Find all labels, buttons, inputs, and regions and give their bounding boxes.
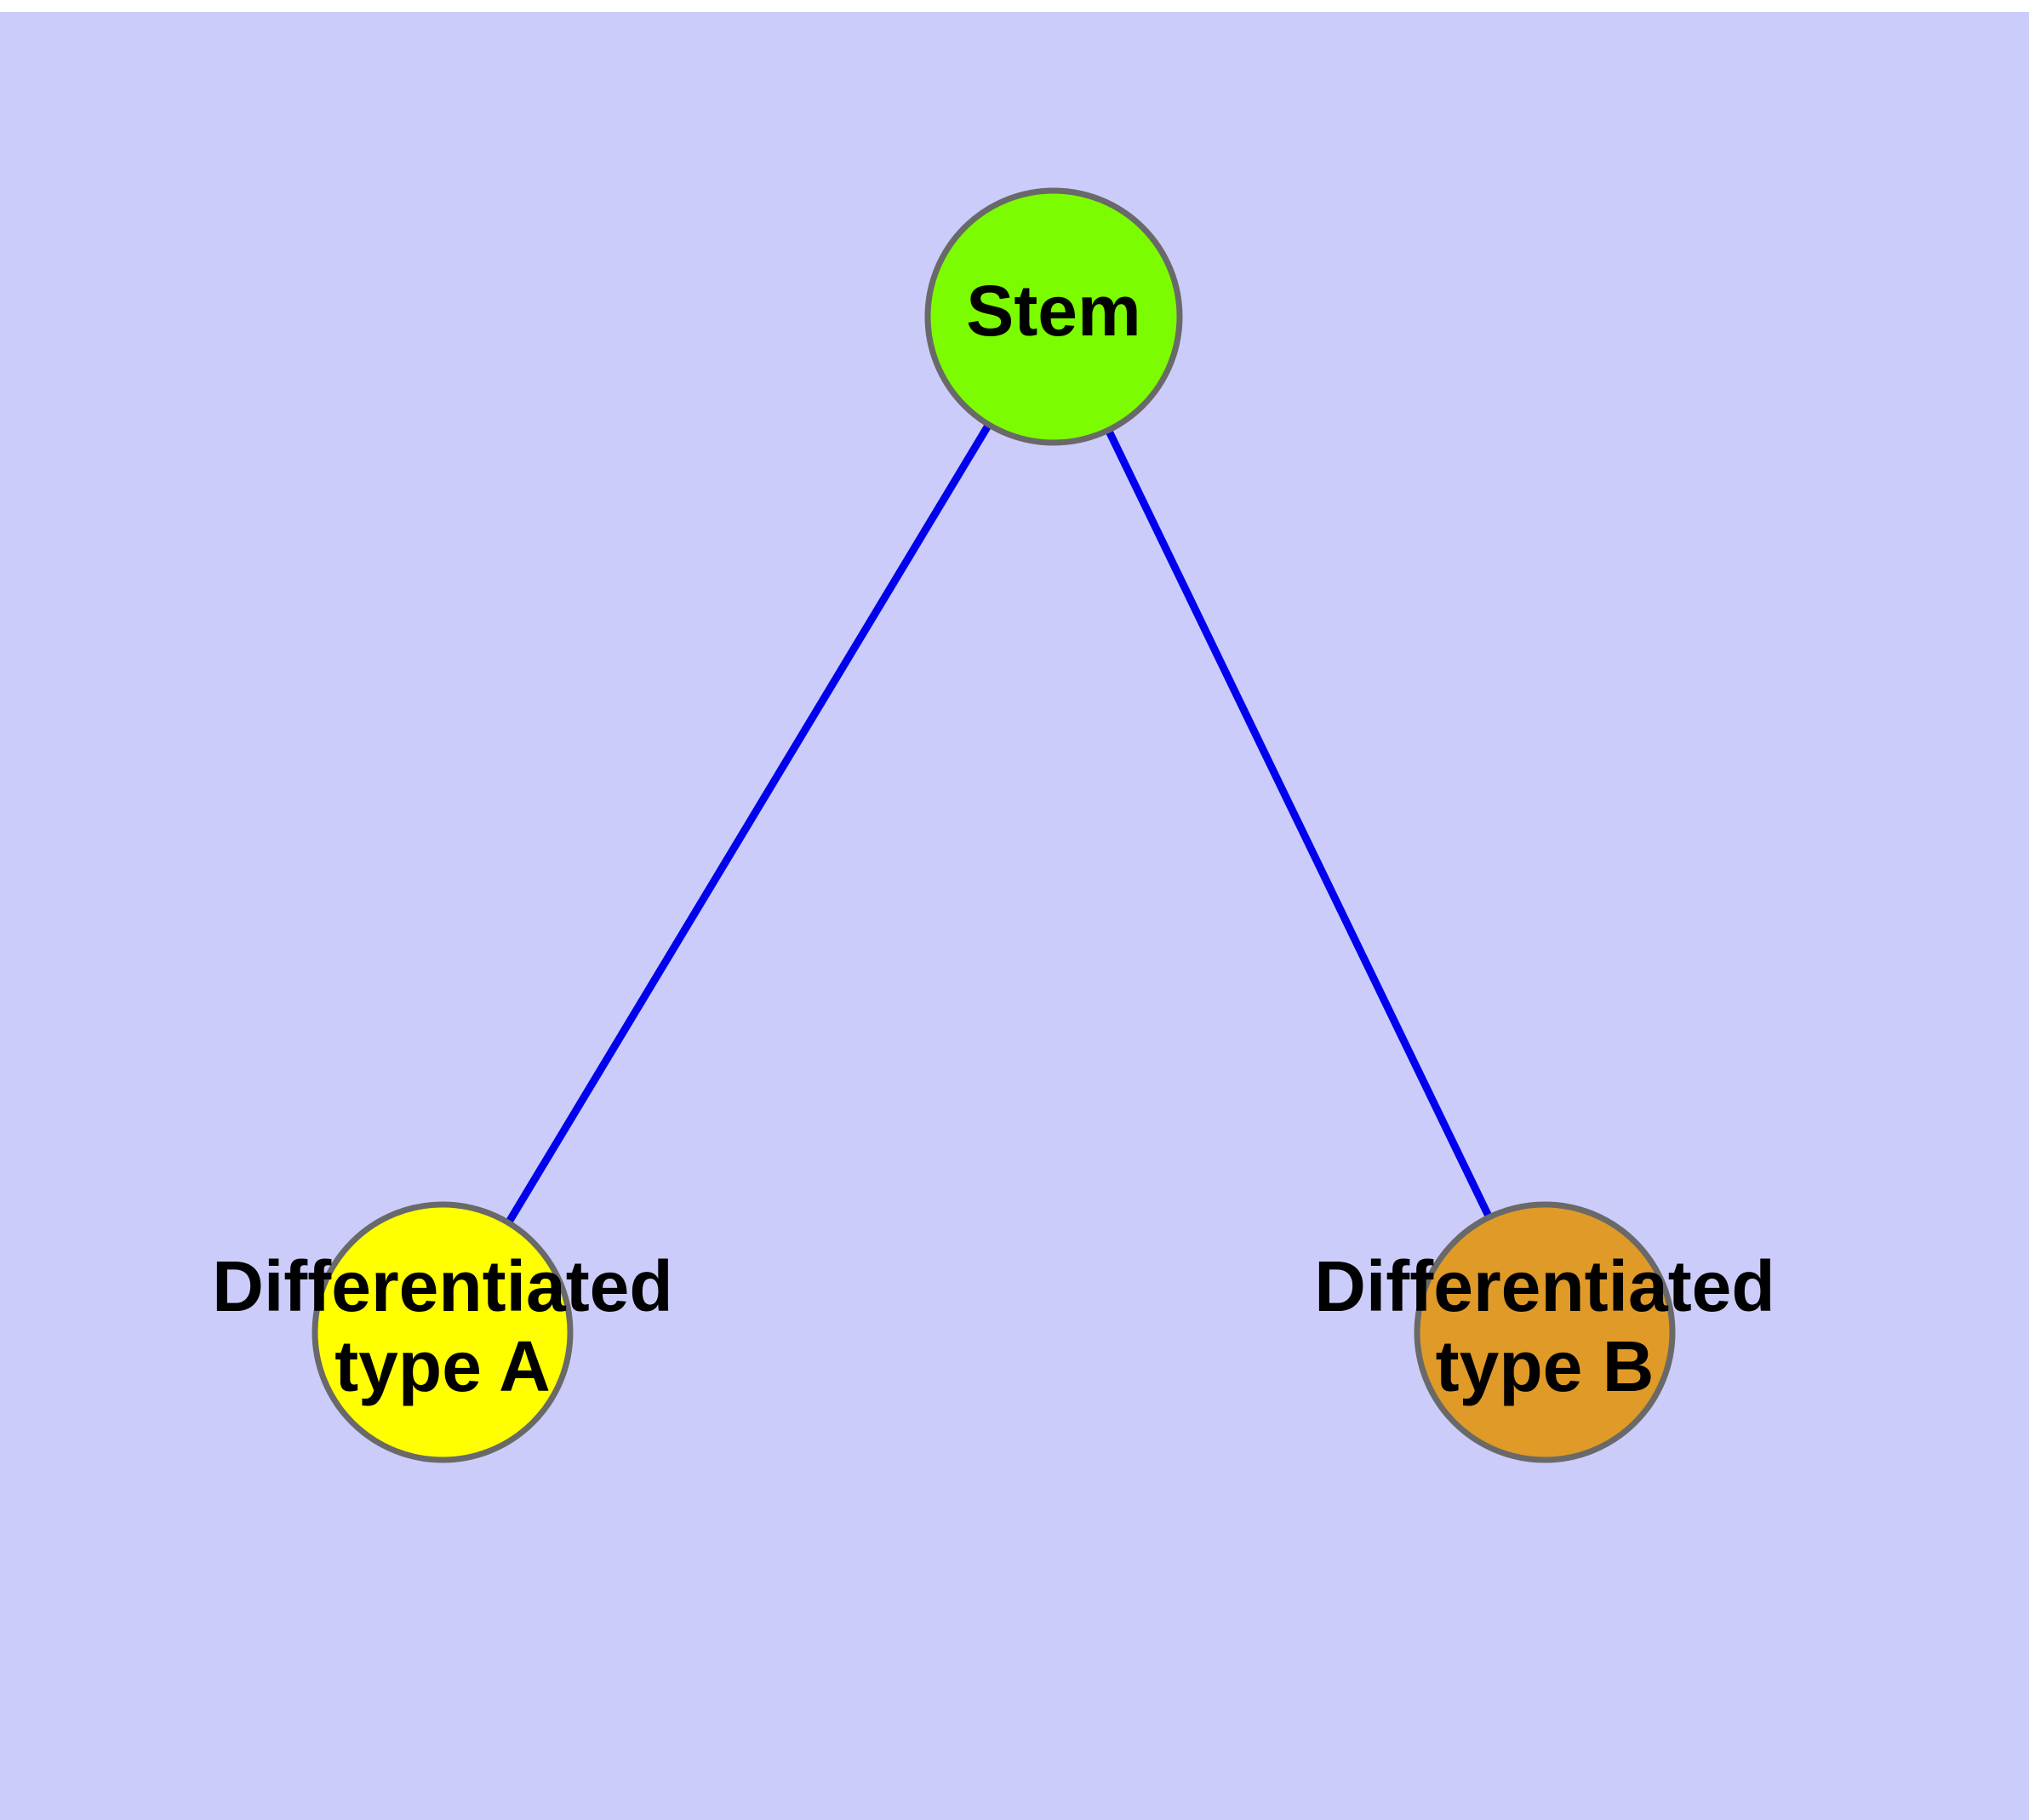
edge-layer [439, 314, 1549, 1335]
graph-node-diff_b[interactable] [1414, 1201, 1676, 1463]
graph-node-diff_a[interactable] [311, 1201, 574, 1463]
graph-edge-stem-diff_a[interactable] [439, 314, 1057, 1335]
graph-node-stem[interactable] [924, 187, 1183, 446]
graph-node-label-line: Stem [966, 271, 1140, 351]
graph-node-label-line: type A [334, 1326, 551, 1406]
graph-edge-stem-diff_b[interactable] [1049, 315, 1549, 1334]
graph-node-label-line: Differentiated [1314, 1246, 1775, 1326]
node-layer [311, 187, 1676, 1463]
graph-node-label-line: type B [1436, 1326, 1655, 1406]
graph-node-label-stem: Stem [966, 271, 1140, 351]
graph-node-label-line: Differentiated [212, 1246, 672, 1326]
